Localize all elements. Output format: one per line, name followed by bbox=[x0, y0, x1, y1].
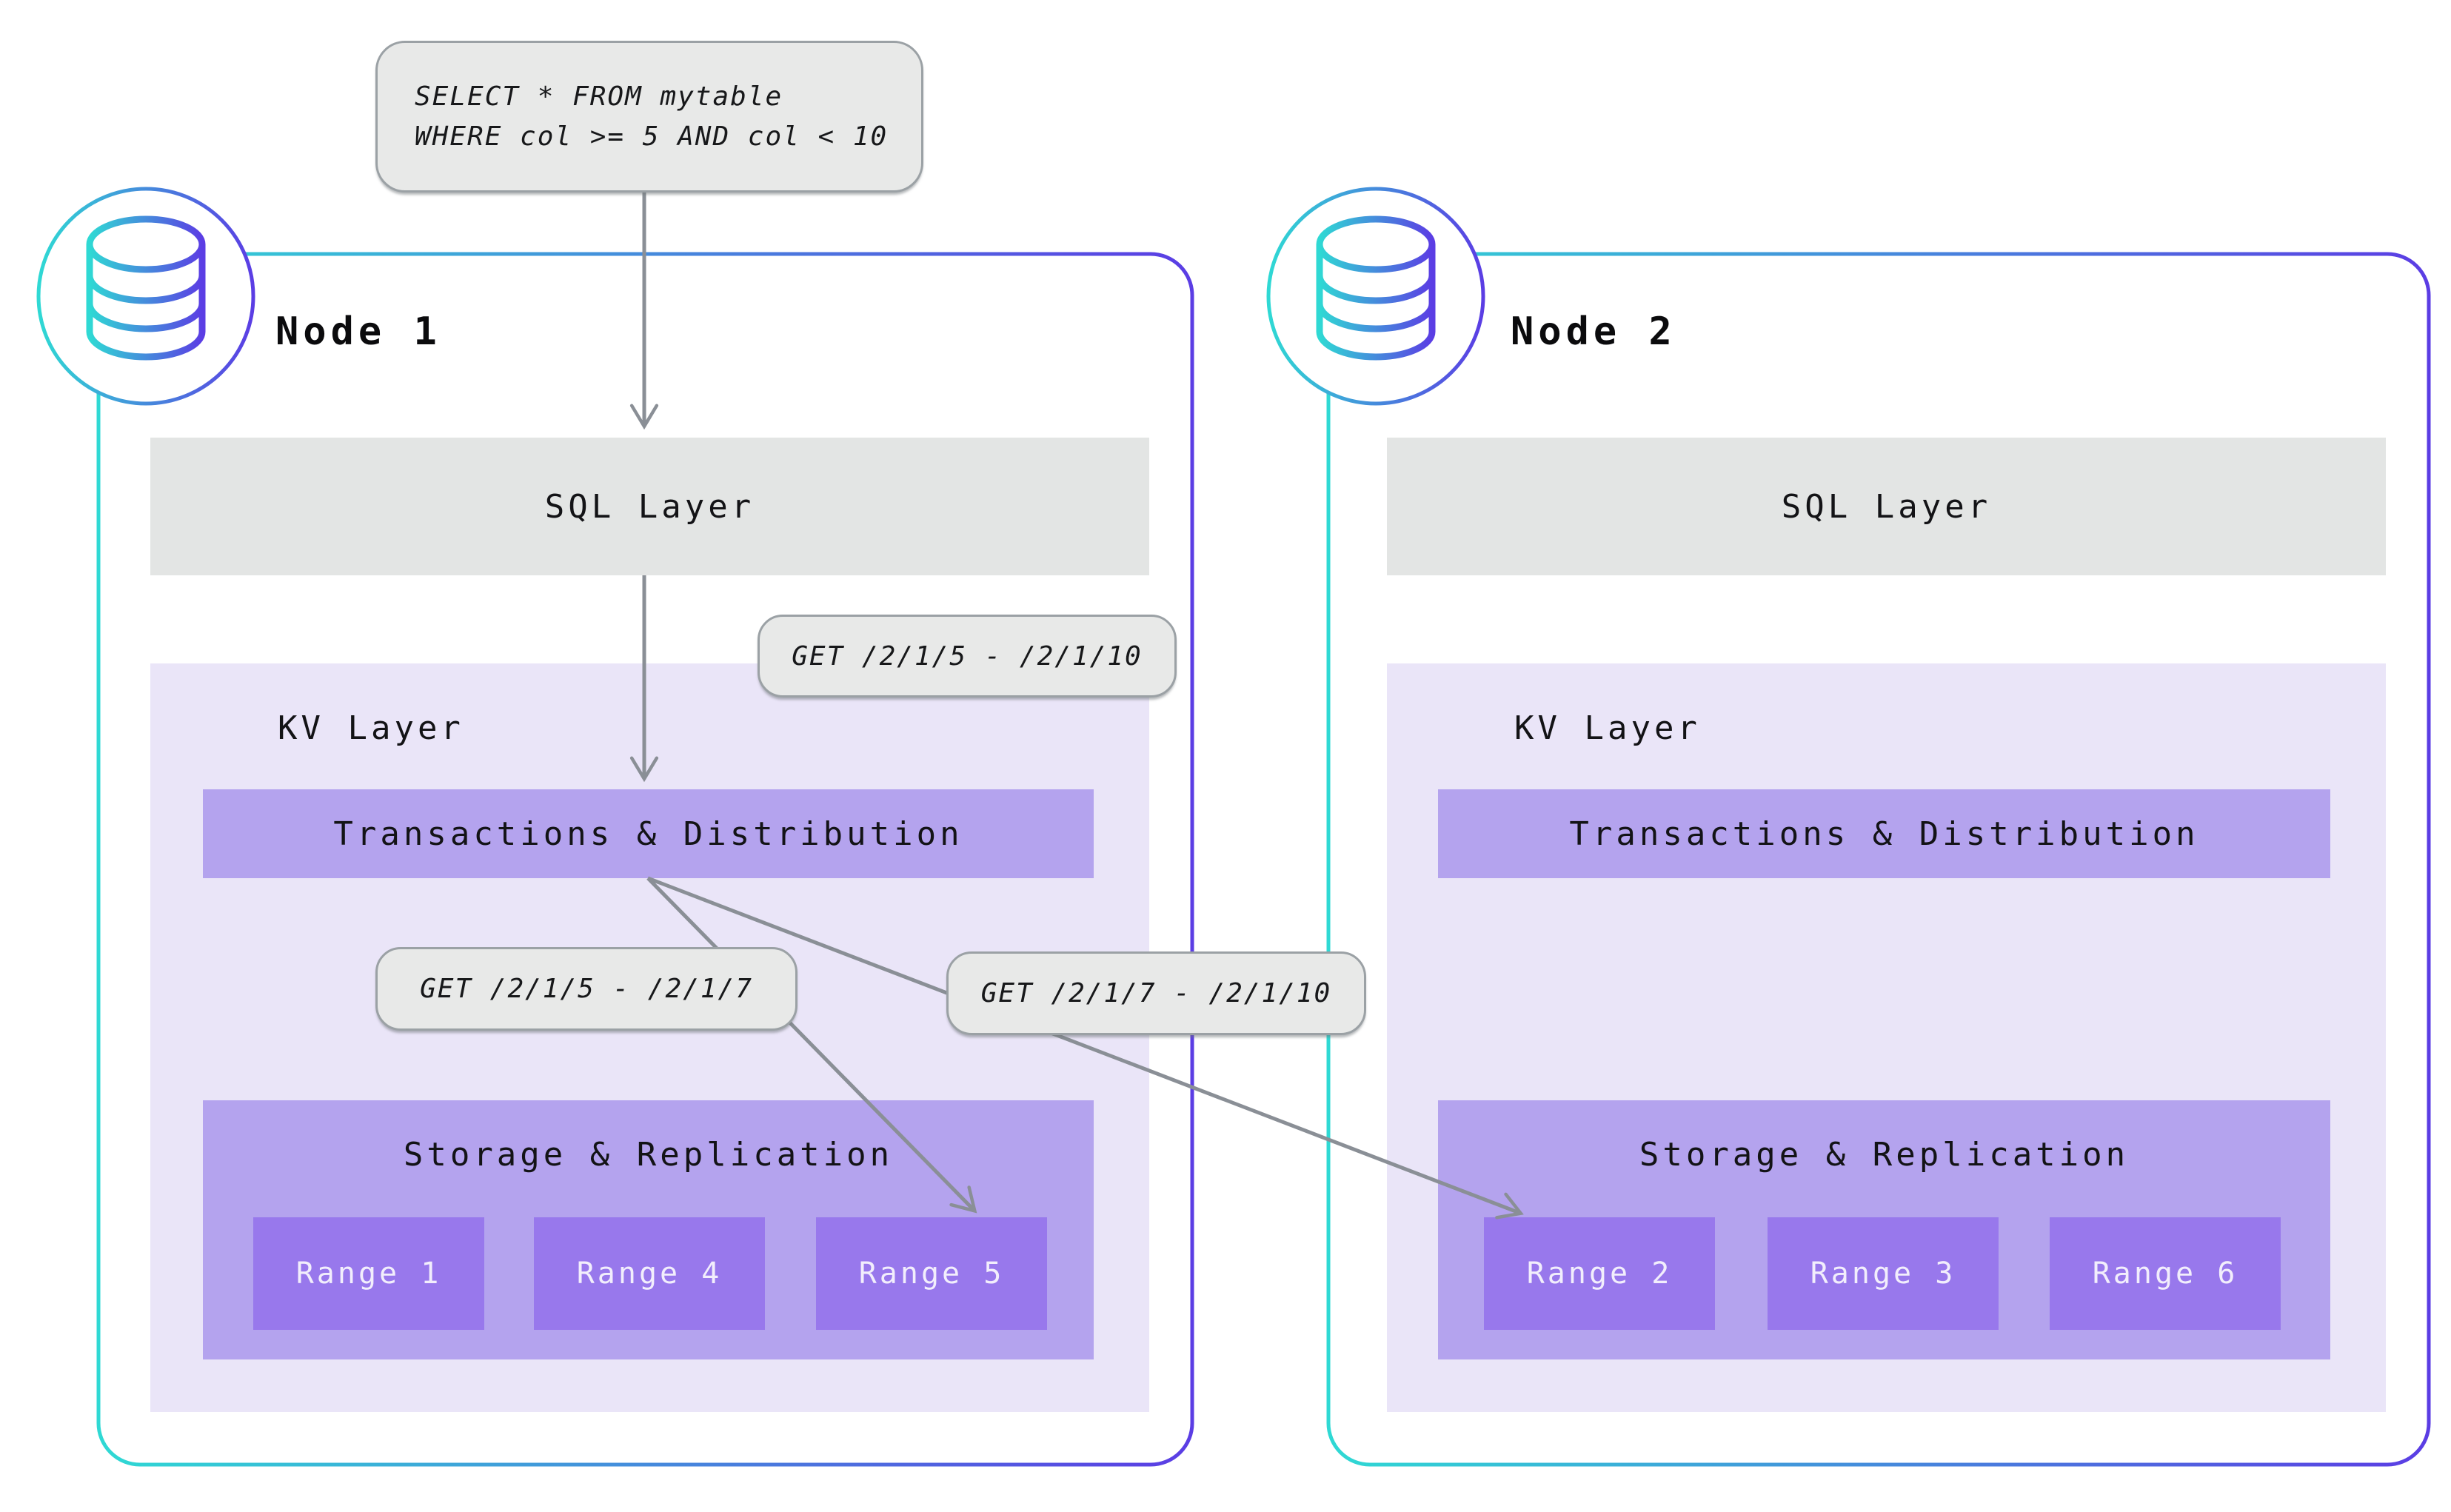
node-1-range-1: Range 1 bbox=[253, 1217, 484, 1330]
node-1-range-4: Range 4 bbox=[534, 1217, 765, 1330]
node-2-title: Node 2 bbox=[1511, 310, 1676, 354]
node-2-range-2: Range 2 bbox=[1484, 1217, 1715, 1330]
node-2-sql-layer-label: SQL Layer bbox=[1781, 487, 1992, 526]
node-2-range-3: Range 3 bbox=[1768, 1217, 1999, 1330]
node-1-sql-layer-label: SQL Layer bbox=[544, 487, 755, 526]
node-2-range-2-label: Range 2 bbox=[1526, 1257, 1673, 1291]
node-2-sql-layer: SQL Layer bbox=[1387, 438, 2386, 575]
node-2-database-icon bbox=[1266, 187, 1485, 406]
node-1-range-4-label: Range 4 bbox=[576, 1257, 723, 1291]
node-2-kv-layer-label: KV Layer bbox=[1514, 709, 1701, 747]
node-1-sql-layer: SQL Layer bbox=[150, 438, 1149, 575]
node-1-title: Node 1 bbox=[275, 310, 441, 354]
get-request-remote-text: GET /2/1/7 - /2/1/10 bbox=[980, 978, 1332, 1008]
node-1-database-icon bbox=[36, 187, 255, 406]
node-2-transactions-box: Transactions & Distribution bbox=[1438, 789, 2330, 878]
node-2-range-6: Range 6 bbox=[2050, 1217, 2281, 1330]
get-request-local-label: GET /2/1/5 - /2/1/7 bbox=[375, 947, 798, 1031]
node-1-range-5: Range 5 bbox=[816, 1217, 1047, 1330]
node-1-transactions-box: Transactions & Distribution bbox=[203, 789, 1094, 878]
get-request-full-text: GET /2/1/5 - /2/1/10 bbox=[792, 640, 1143, 672]
get-request-local-text: GET /2/1/5 - /2/1/7 bbox=[420, 974, 753, 1004]
sql-query-box: SELECT * FROM mytable WHERE col >= 5 AND… bbox=[375, 41, 923, 193]
sql-query-line-1: SELECT * FROM mytable bbox=[415, 81, 783, 112]
node-1-transactions-label: Transactions & Distribution bbox=[333, 814, 963, 853]
node-1-range-5-label: Range 5 bbox=[858, 1257, 1005, 1291]
node-2-range-3-label: Range 3 bbox=[1810, 1257, 1956, 1291]
node-1-kv-layer-label: KV Layer bbox=[278, 709, 464, 747]
sql-query-line-2: WHERE col >= 5 AND col < 10 bbox=[415, 121, 889, 152]
node-2-storage-label: Storage & Replication bbox=[1639, 1136, 2130, 1174]
node-1-storage-label: Storage & Replication bbox=[403, 1136, 894, 1174]
get-request-full-label: GET /2/1/5 - /2/1/10 bbox=[758, 615, 1177, 698]
node-1-range-1-label: Range 1 bbox=[295, 1257, 442, 1291]
node-2-range-6-label: Range 6 bbox=[2092, 1257, 2238, 1291]
node-2-transactions-label: Transactions & Distribution bbox=[1569, 814, 2199, 853]
get-request-remote-label: GET /2/1/7 - /2/1/10 bbox=[946, 951, 1366, 1035]
